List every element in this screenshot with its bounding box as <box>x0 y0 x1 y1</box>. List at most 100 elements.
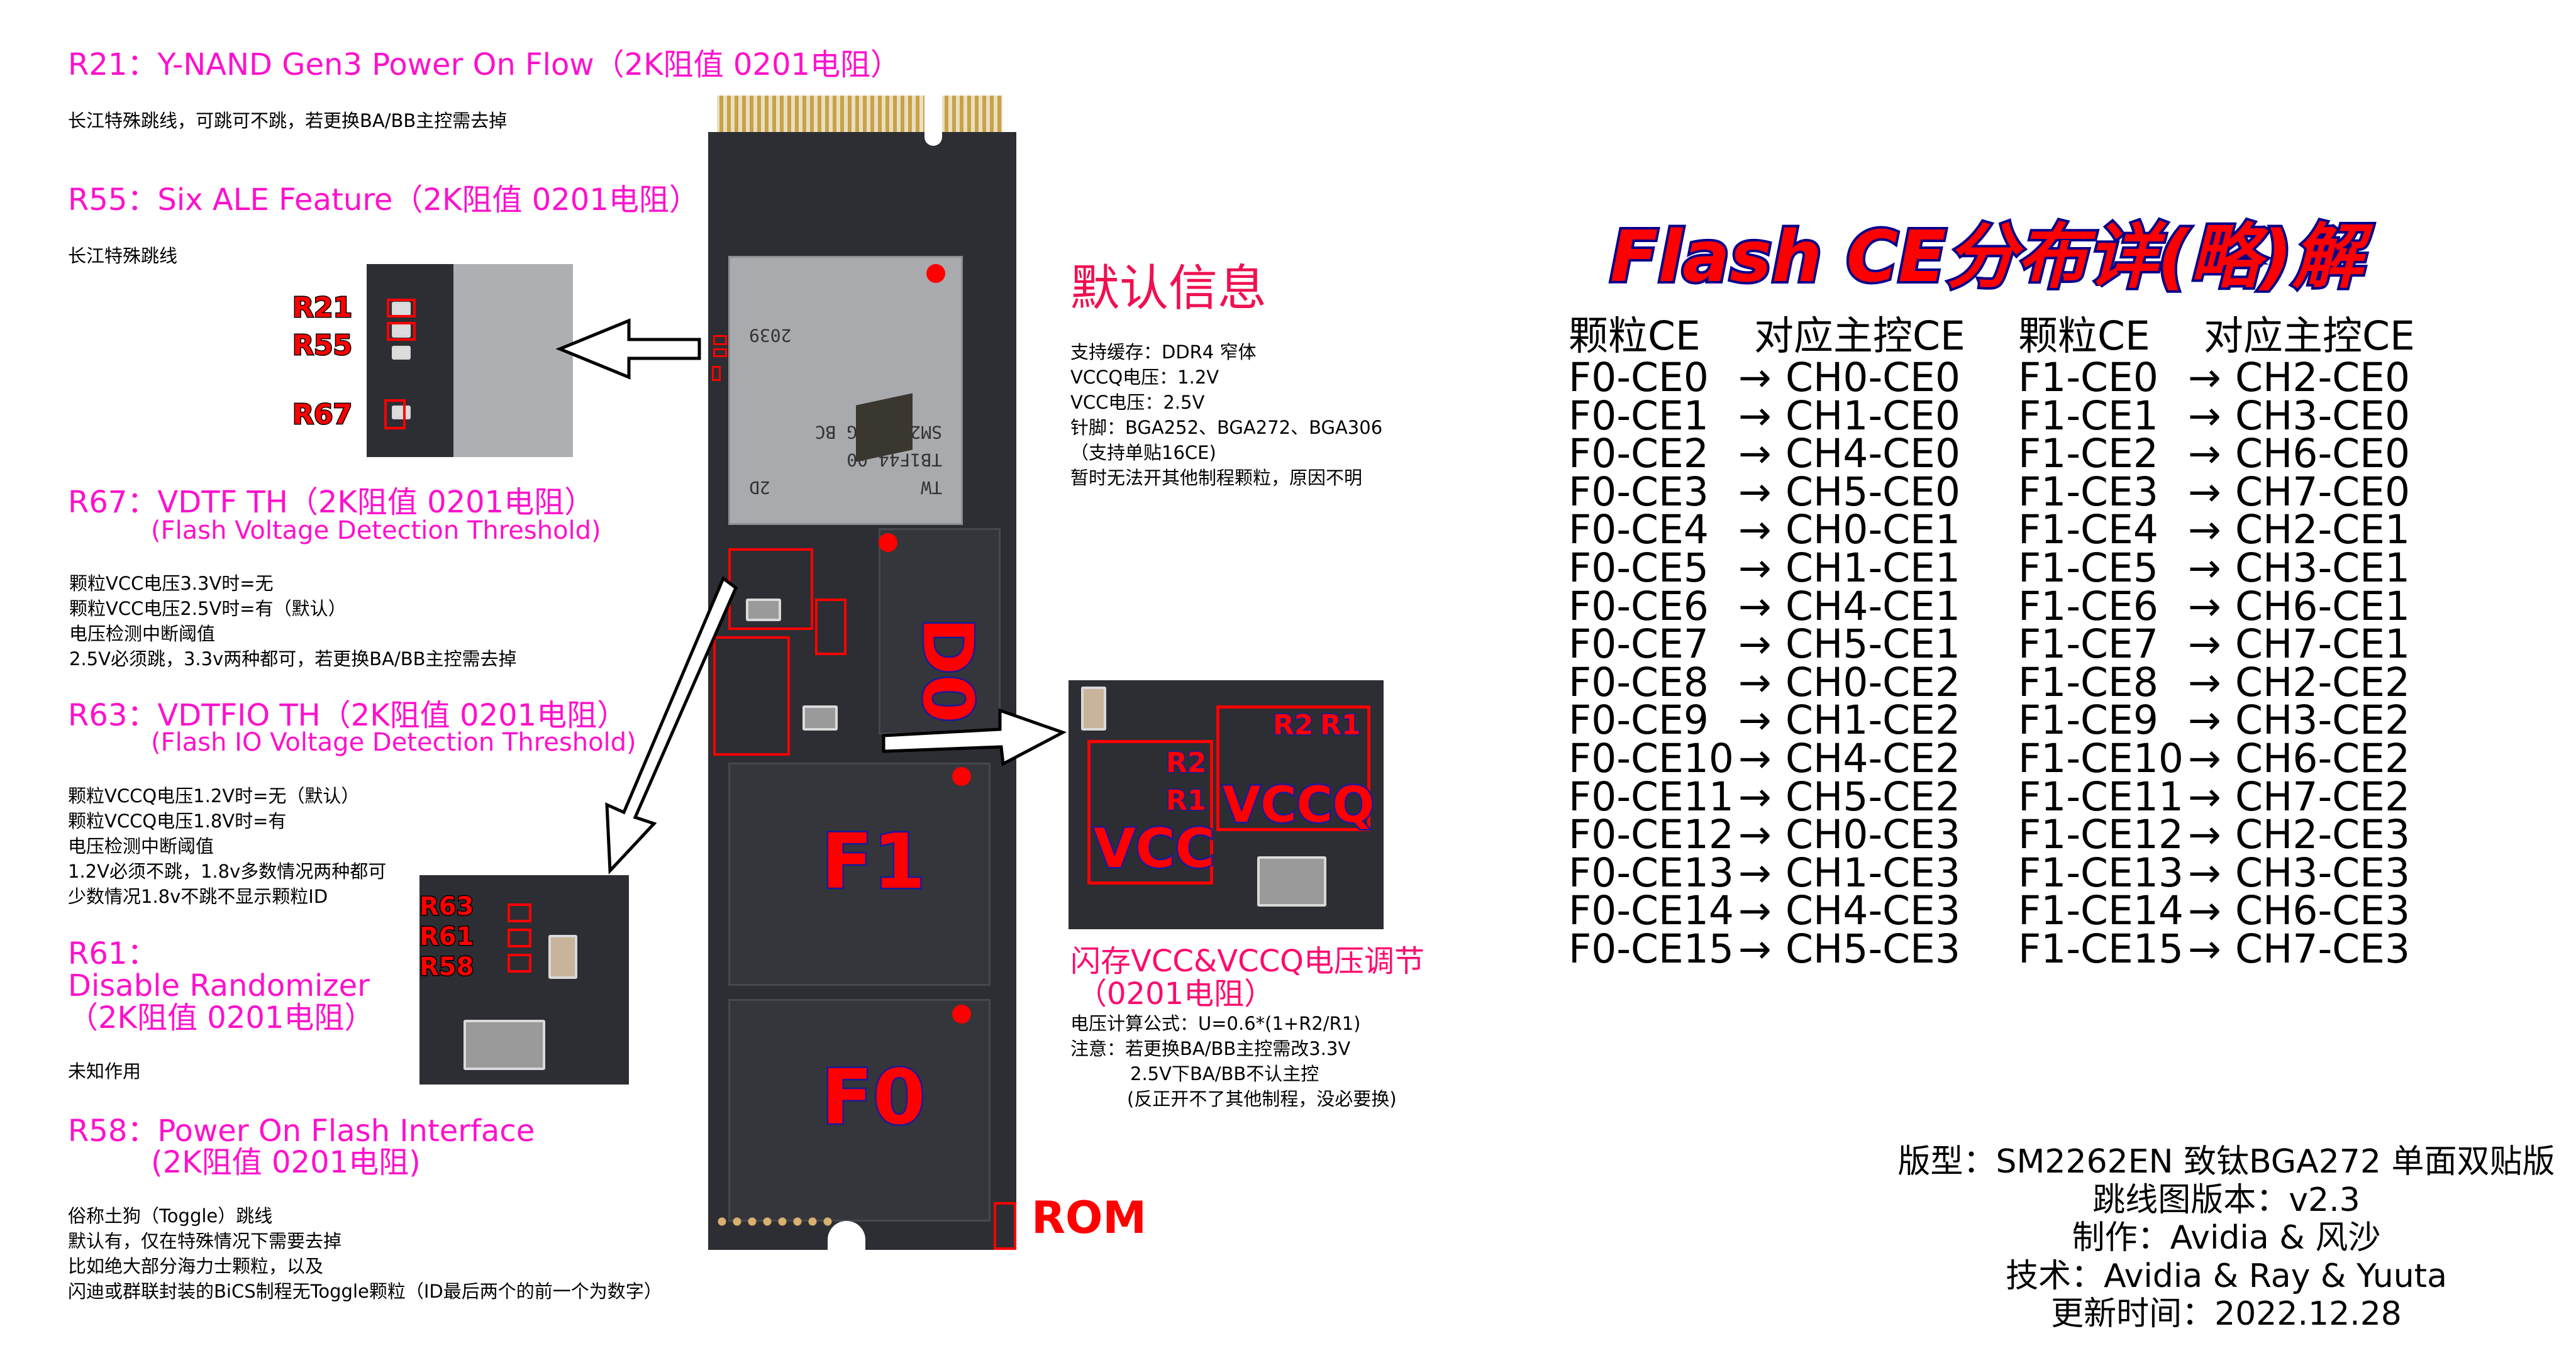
note-line: 比如绝大部分海力士颗粒，以及 <box>68 1256 324 1277</box>
arrow-icon: → <box>1738 849 1772 896</box>
flash-ce-cell: F1-CE11 <box>2018 773 2184 820</box>
info-lines: 支持缓存：DDR4 窄体 VCCQ电压：1.2V VCC电压：2.5V 针脚：B… <box>1070 340 1382 490</box>
controller-ce-cell: CH1-CE3 <box>1785 849 1961 896</box>
flash-ce-cell: F1-CE6 <box>2018 583 2158 629</box>
info-line: （支持单贴16CE) <box>1070 442 1216 463</box>
arrow-icon: → <box>1738 431 1772 477</box>
f1-pin1-dot <box>952 767 971 786</box>
controller-ce-cell: CH6-CE1 <box>2235 583 2411 629</box>
info-line: VCC电压：2.5V <box>1070 392 1205 413</box>
vcc-subtitle: （0201电阻） <box>1077 976 1275 1012</box>
info-title: 默认信息 <box>1070 260 1267 317</box>
footer-author: 制作：Avidia & 风沙 <box>2072 1219 2381 1257</box>
controller-ce-cell: CH7-CE0 <box>2235 468 2411 515</box>
flash-ce-cell: F0-CE0 <box>1568 355 1709 400</box>
controller-ce-cell: CH7-CE2 <box>2235 773 2411 820</box>
footer-version: 跳线图版本：v2.3 <box>2092 1181 2360 1219</box>
r58-notes: 俗称土狗（Toggle）跳线 默认有，仅在特殊情况下需要去掉 比如绝大部分海力士… <box>68 1203 662 1304</box>
vccq-label: VCCQ <box>1221 777 1375 834</box>
controller-ce-cell: CH3-CE0 <box>2235 392 2411 439</box>
note-line: 2.5V必须跳，3.3v两种都可，若更换BA/BB主控需去掉 <box>69 648 517 670</box>
inset-vcc-vccq: R2 R1 R2 R1 VCC VCCQ <box>1069 680 1384 929</box>
vcc-line: 注意：若更换BA/BB主控需改3.3V <box>1070 1038 1351 1059</box>
flash-ce-cell: F1-CE1 <box>2018 392 2158 439</box>
r55-label: R55 <box>291 329 353 362</box>
note-line: 俗称土狗（Toggle）跳线 <box>68 1205 273 1227</box>
r67-subtitle: (Flash Voltage Detection Threshold) <box>151 516 601 545</box>
flash-f1-chip <box>728 763 991 986</box>
vcc-box <box>1087 740 1213 885</box>
arrow-icon: → <box>2188 697 2221 744</box>
controller-ce-cell: CH2-CE1 <box>2235 507 2411 553</box>
arrow-icon: → <box>1738 355 1772 400</box>
flash-ce-cell: F0-CE5 <box>1568 544 1709 591</box>
controller-ce-cell: CH6-CE2 <box>2235 735 2411 781</box>
controller-ce-cell: CH3-CE1 <box>2235 544 2411 591</box>
f0-label: F0 <box>819 1053 926 1144</box>
controller-ce-cell: CH0-CE1 <box>1785 507 1961 553</box>
note-line: 电压检测中断阈值 <box>68 836 214 857</box>
r67-label: R67 <box>291 399 353 431</box>
header-cell: 颗粒CE <box>2018 313 2150 359</box>
r63-title: R63：VDTFIO TH（2K阻值 0201电阻） <box>68 698 628 733</box>
header-cell: 对应主控CE <box>2204 313 2415 359</box>
flash-ce-cell: F0-CE6 <box>1568 583 1709 629</box>
r58-subtitle: (2K阻值 0201电阻) <box>151 1145 421 1180</box>
arrow-icon: → <box>2188 888 2221 934</box>
dram-pin1-dot <box>879 533 897 552</box>
r58-highlight <box>508 954 531 973</box>
note-line: 少数情况1.8v不跳不显示颗粒ID <box>68 886 328 907</box>
arrow-icon: → <box>2188 925 2221 972</box>
r61-highlight <box>508 929 531 947</box>
flash-ce-cell: F1-CE15 <box>2018 925 2184 972</box>
arrow-icon: → <box>2188 392 2221 439</box>
controller-ce-cell: CH3-CE3 <box>2235 849 2411 896</box>
footer-credits: 版型：SM2262EN 致钛BGA272 单面双贴版 跳线图版本：v2.3 制作… <box>1887 1143 2566 1333</box>
note-line: 闪迪或群联封装的BiCS制程无Toggle颗粒（ID最后两个的前一个为数字） <box>68 1281 662 1302</box>
power-area-box-2 <box>713 636 790 756</box>
inductor-icon <box>1257 856 1326 907</box>
arrow-icon: → <box>2188 468 2221 515</box>
r21-note: 长江特殊跳线，可跳可不跳，若更换BA/BB主控需去掉 <box>68 110 508 131</box>
inset-r63-r61-r58: R63 R61 R58 <box>418 875 629 1085</box>
flash-ce-cell: F0-CE3 <box>1568 468 1709 515</box>
footer-updated: 更新时间：2022.12.28 <box>2051 1295 2402 1333</box>
r67-highlight <box>384 399 406 429</box>
flash-ce-cell: F0-CE12 <box>1568 812 1735 858</box>
arrow-icon: → <box>1738 888 1772 934</box>
vccq-r1-label: R1 <box>1319 709 1362 741</box>
flash-ce-cell: F0-CE9 <box>1568 697 1709 744</box>
flash-ce-cell: F0-CE15 <box>1568 925 1735 972</box>
inductor-icon <box>802 705 838 731</box>
controller-ce-cell: CH0-CE3 <box>1785 812 1961 858</box>
vcc-line: 电压计算公式：U=0.6*(1+R2/R1) <box>1070 1013 1361 1034</box>
inset-r21-r55-r67: R21 R55 R67 <box>291 264 573 457</box>
arrow-to-top-inset <box>555 318 701 380</box>
vccq-box <box>1216 705 1370 831</box>
f0-pin1-dot <box>952 1005 971 1024</box>
controller-ce-cell: CH4-CE3 <box>1785 888 1961 934</box>
r63-highlight <box>508 903 531 922</box>
info-line: VCCQ电压：1.2V <box>1070 367 1219 388</box>
flash-ce-cell: F0-CE13 <box>1568 849 1735 896</box>
r61-label: R61 <box>418 922 474 951</box>
flash-ce-cell: F1-CE9 <box>2018 697 2158 744</box>
controller-ce-cell: CH5-CE1 <box>1785 621 1961 668</box>
resistor-icon <box>392 302 411 316</box>
r21-board-marker <box>713 335 727 345</box>
footer-tech: 技术：Avidia & Ray & Yuuta <box>2006 1257 2447 1295</box>
controller-ce-cell: CH0-CE2 <box>1785 659 1961 705</box>
controller-ce-cell: CH5-CE2 <box>1785 773 1961 820</box>
arrow-icon: → <box>2188 507 2221 553</box>
header-cell: 颗粒CE <box>1568 313 1701 359</box>
vcc-line: (反正开不了其他制程，没必要换) <box>1127 1088 1397 1110</box>
controller-ce-cell: CH7-CE3 <box>2235 925 2411 972</box>
capacitor-icon <box>548 935 577 979</box>
controller-ce-cell: CH2-CE3 <box>2235 812 2411 858</box>
r63-subtitle: (Flash IO Voltage Detection Threshold) <box>151 728 636 757</box>
controller-ce-cell: CH4-CE0 <box>1785 431 1961 477</box>
test-pads <box>714 1215 834 1228</box>
vccq-r2-label: R2 <box>1272 709 1314 741</box>
